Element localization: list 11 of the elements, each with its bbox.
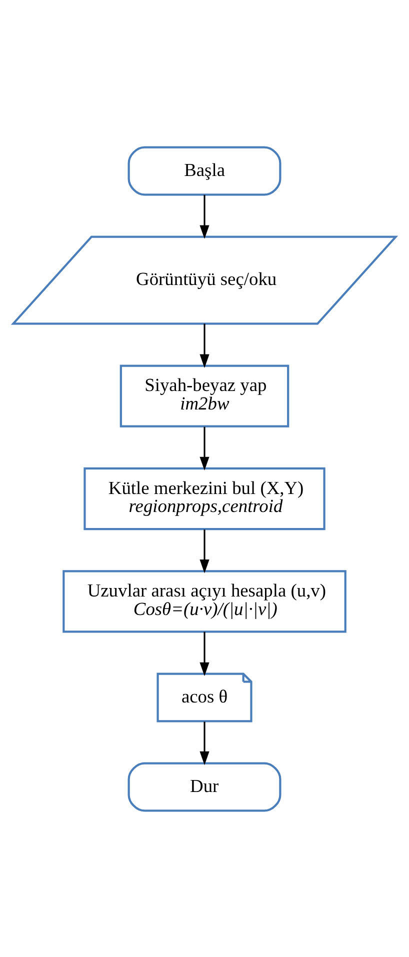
arrow <box>200 323 210 368</box>
arrow <box>200 721 210 765</box>
arrow <box>200 529 210 573</box>
node-box: Uzuvlar arası açıyı hesapla (u,v) Cosθ=(u·v)/(|u|·|v|) <box>62 570 346 632</box>
node-box: Kütle merkezini bul (X,Y) regionprops,centroid <box>84 466 326 530</box>
arrow <box>200 631 210 676</box>
node-box: Başla <box>128 146 282 196</box>
node-box: Siyah-beyaz yap im2bw <box>120 364 290 427</box>
arrow <box>200 426 210 470</box>
node-box: Dur <box>128 762 282 812</box>
arrow <box>200 194 210 238</box>
